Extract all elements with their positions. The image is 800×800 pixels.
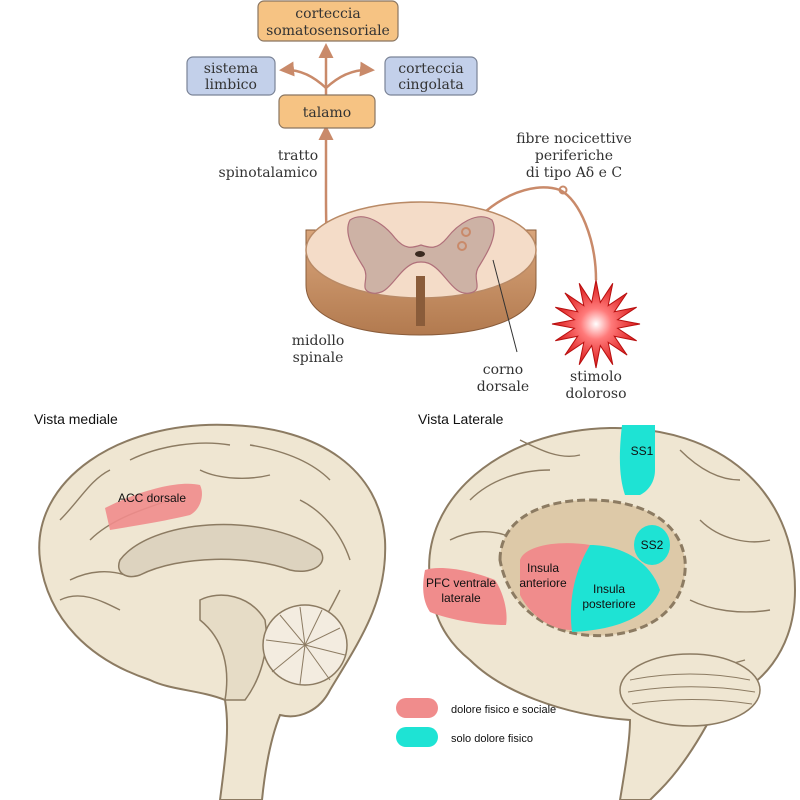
box-label-line: sistema [204, 61, 258, 77]
box-label-line: corteccia [295, 6, 360, 22]
label-pfc: PFC ventrale [426, 576, 496, 590]
box-somatosensory-cortex: corteccia somatosensoriale [257, 0, 399, 42]
label-insula-anterior: anteriore [519, 576, 567, 590]
legend-item-physical-and-social: dolore fisico e sociale [396, 698, 556, 718]
legend-label: dolore fisico e sociale [451, 704, 556, 716]
box-label: talamo [303, 105, 352, 121]
legend: dolore fisico e sociale solo dolore fisi… [396, 698, 556, 747]
label-insula-posterior: Insula [593, 582, 625, 596]
label-nociceptive-fibers: fibre nocicettive periferiche di tipo Aδ… [516, 131, 632, 181]
region-insula-anterior [520, 543, 590, 630]
pain-pathway-diagram: corteccia somatosensoriale sistema limbi… [186, 0, 641, 402]
label-ss2: SS2 [641, 538, 664, 552]
legend-swatch [396, 698, 438, 718]
box-thalamus: talamo [278, 94, 376, 129]
label-line: periferiche [535, 148, 613, 164]
medial-view-title: Vista mediale [34, 411, 118, 427]
region-ss2 [634, 525, 670, 565]
label-line: stimolo [570, 369, 622, 385]
region-ss1 [619, 425, 655, 495]
legend-label: solo dolore fisico [451, 733, 533, 745]
lateral-view-title: Vista Laterale [418, 411, 504, 427]
label-line: spinotalamico [219, 165, 318, 181]
box-limbic-system: sistema limbico [186, 56, 276, 96]
region-acc-dorsal [105, 483, 202, 530]
label-line: doloroso [565, 386, 626, 402]
arrow-thalamus-to-limbic [279, 61, 327, 89]
dorsal-horn-pointer [492, 259, 518, 353]
legend-item-physical-only: solo dolore fisico [396, 727, 533, 747]
arrow-thalamus-to-cingulate [325, 61, 375, 89]
label-line: corno [483, 362, 523, 378]
legend-swatch [396, 727, 438, 747]
label-line: tratto [278, 148, 318, 164]
label-insula-anterior: Insula [527, 561, 559, 575]
corpus-callosum [118, 523, 324, 578]
label-pfc: laterale [441, 591, 481, 605]
label-ss1: SS1 [631, 444, 654, 458]
label-line: fibre nocicettive [516, 131, 632, 147]
label-line: spinale [293, 350, 344, 366]
cerebellum [262, 604, 348, 686]
box-label-line: limbico [205, 77, 257, 93]
box-label-line: cingolata [398, 77, 464, 93]
label-line: di tipo Aδ e C [526, 165, 622, 181]
pain-stimulus-star-icon [551, 279, 641, 369]
lateral-brain-view: Vista Laterale SS1 SS2 Insula anteriore [418, 411, 797, 800]
label-spinal-cord: midollo spinale [292, 333, 345, 366]
label-spinothalamic-tract: tratto spinotalamico [219, 148, 319, 181]
label-line: dorsale [477, 379, 529, 395]
label-pain-stimulus: stimolo doloroso [565, 369, 626, 402]
box-label-line: corteccia [398, 61, 463, 77]
label-insula-posterior: posteriore [582, 597, 636, 611]
lateral-cerebellum [619, 653, 761, 727]
label-dorsal-horn: corno dorsale [477, 362, 529, 395]
brainstem [199, 594, 268, 701]
label-line: midollo [292, 333, 345, 349]
region-insula-posterior [570, 545, 660, 632]
box-cingulate-cortex: corteccia cingolata [384, 56, 478, 96]
region-pfc-ventral-lateral [423, 568, 507, 625]
label-acc-dorsal: ACC dorsale [118, 491, 186, 505]
medial-brain-view: Vista mediale ACC dorsale [34, 411, 387, 800]
spinal-cord-illustration [305, 185, 568, 353]
box-label-line: somatosensoriale [266, 23, 390, 39]
